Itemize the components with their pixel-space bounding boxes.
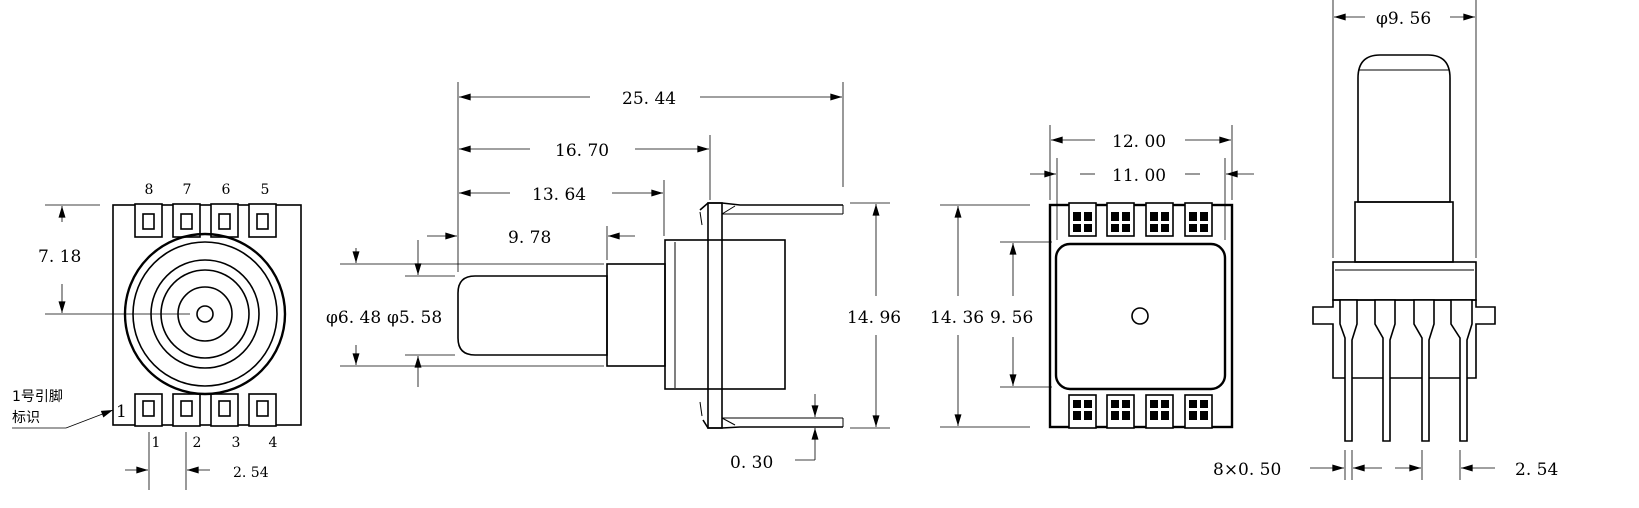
pin-label-8: 8: [145, 182, 154, 198]
back-top-terminals: [1068, 202, 1213, 237]
dim-9-56: 9. 56: [990, 308, 1033, 328]
pin-label-4: 4: [269, 435, 278, 451]
dim-8x0-50: 8×0. 50: [1213, 460, 1281, 480]
right-shaft: [1357, 54, 1451, 203]
back-bottom-terminals: [1068, 394, 1213, 429]
dim-12-00: 12. 00: [1112, 132, 1166, 152]
back-view: 12. 00 11. 00 14. 36 9. 56: [930, 125, 1254, 429]
pin1-marker: 1: [116, 402, 127, 422]
pin-label-5: 5: [261, 182, 270, 198]
front-view: 8 7 6 5 1 2 3 4 1 1号引脚 标识 7. 18 2. 54: [12, 182, 302, 490]
dim-9-78: 9. 78: [508, 228, 551, 248]
side-bracket: [699, 202, 844, 429]
dim-16-70: 16. 70: [555, 141, 609, 161]
dim-right-pitch: 2. 54: [1515, 460, 1558, 480]
right-body: [1332, 261, 1477, 301]
pin-label-1: 1: [152, 435, 161, 451]
side-view: 25. 44 16. 70 13. 64 9. 78 φ6. 48 φ5. 58…: [326, 82, 901, 473]
dim-25-44: 25. 44: [622, 89, 676, 109]
front-body-outline: [112, 204, 302, 426]
front-top-pins: [134, 203, 277, 238]
back-body-outline: [1048, 203, 1234, 429]
right-bushing: [1354, 201, 1454, 263]
dim-13-64: 13. 64: [532, 185, 586, 205]
back-window: [1054, 242, 1227, 391]
side-shaft: [457, 275, 608, 356]
dim-11-00: 11. 00: [1112, 166, 1166, 186]
side-body: [664, 239, 786, 390]
dim-7-18: 7. 18: [38, 247, 81, 267]
dim-front-pitch: 2. 54: [233, 465, 269, 481]
dim-0-30: 0. 30: [730, 453, 773, 473]
dim-phi-9-56: φ9. 56: [1376, 9, 1431, 29]
right-base: [1312, 299, 1496, 379]
pin1-note-line1: 1号引脚: [12, 389, 63, 405]
dim-14-36: 14. 36: [930, 308, 984, 328]
dim-bush-dia: φ5. 58: [387, 308, 442, 328]
right-view: φ9. 56 8×0. 50 2. 54: [1213, 0, 1558, 480]
pin-label-6: 6: [222, 182, 231, 198]
side-bushing: [606, 263, 666, 367]
pin1-note-line2: 标识: [12, 410, 40, 426]
dim-14-96: 14. 96: [847, 308, 901, 328]
dim-shaft-dia: φ6. 48: [326, 308, 381, 328]
front-bottom-pins: [134, 393, 277, 427]
pin-label-7: 7: [183, 182, 192, 198]
pin-label-3: 3: [232, 435, 241, 451]
right-pins: [1339, 299, 1473, 442]
pin-label-2: 2: [193, 435, 202, 451]
